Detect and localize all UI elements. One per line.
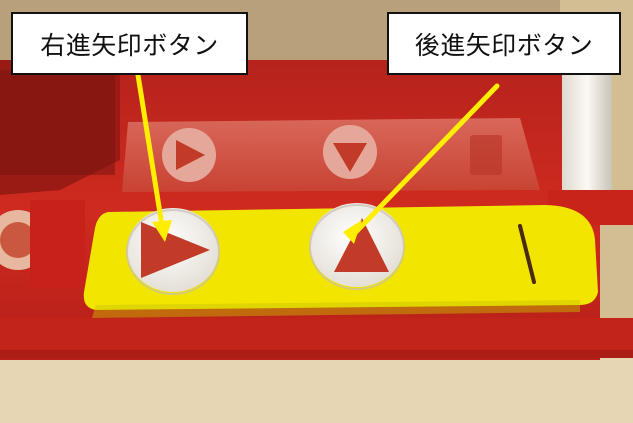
pointer-arrowhead-right — [152, 220, 172, 242]
pointer-arrowhead-back — [343, 220, 362, 244]
right-arrow-icon — [141, 222, 210, 278]
callout-right-arrow-button: 右進矢印ボタン — [11, 12, 248, 75]
pole — [562, 70, 612, 212]
back-arrow-button — [309, 203, 405, 290]
right-arrow-button — [126, 208, 220, 295]
coin-slot — [518, 224, 536, 284]
pointer-line-right — [135, 72, 166, 235]
back-arrow-icon — [334, 218, 389, 272]
pointer-line-back — [350, 83, 500, 238]
callout-back-arrow-button: 後進矢印ボタン — [387, 12, 621, 75]
